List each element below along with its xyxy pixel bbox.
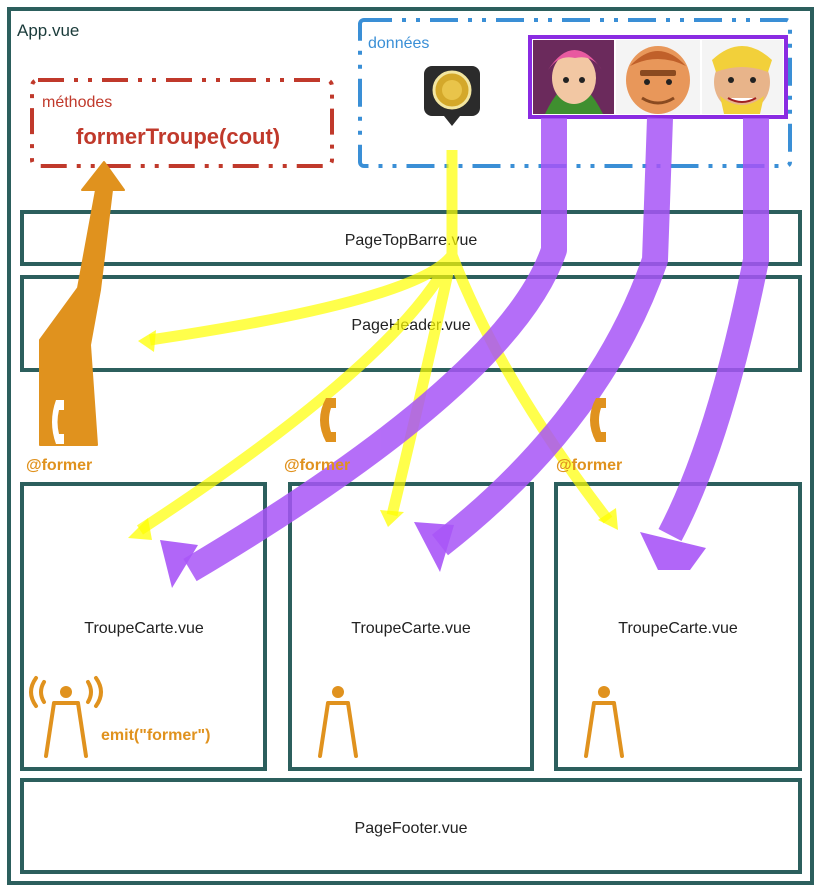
donnees-box xyxy=(358,18,792,168)
methodes-label: méthodes xyxy=(42,94,112,111)
donnees-label: données xyxy=(368,35,429,52)
giant-portrait-icon xyxy=(616,40,700,114)
app-frame xyxy=(7,7,814,885)
gold-arrowheads xyxy=(128,330,618,540)
barbarian-portrait-icon xyxy=(702,40,783,114)
archer-portrait-icon xyxy=(533,40,614,114)
phone-icon xyxy=(52,400,64,444)
card-label-1: TroupeCarte.vue xyxy=(84,620,204,637)
card-label-3: TroupeCarte.vue xyxy=(618,620,738,637)
person-icon xyxy=(318,686,358,758)
footer-box xyxy=(20,778,802,874)
topbar-box xyxy=(20,210,802,266)
footer-label: PageFooter.vue xyxy=(355,820,468,837)
topbar-label: PageTopBarre.vue xyxy=(345,232,478,249)
app-label: App.vue xyxy=(17,21,79,40)
card-box-1 xyxy=(20,482,267,771)
broadcast-person-icon xyxy=(29,676,103,758)
methodes-box xyxy=(30,78,334,168)
troop-prop-arrows xyxy=(183,117,769,582)
gold-prop-arrows xyxy=(136,150,613,535)
listener-label-1: @former xyxy=(26,457,92,474)
event-arrow xyxy=(39,161,125,446)
person-icon xyxy=(584,686,624,758)
method-signature: formerTroupe(cout) xyxy=(76,124,280,149)
emit-label: emit("former") xyxy=(101,727,210,744)
card-label-2: TroupeCarte.vue xyxy=(351,620,471,637)
troop-arrowheads xyxy=(160,522,706,588)
listener-label-2: @former xyxy=(284,457,350,474)
gold-coin-icon xyxy=(424,66,480,126)
card-box-3 xyxy=(554,482,802,771)
listener-label-3: @former xyxy=(556,457,622,474)
card-box-2 xyxy=(288,482,534,771)
phone-icon xyxy=(590,398,606,442)
phone-icon xyxy=(320,398,336,442)
